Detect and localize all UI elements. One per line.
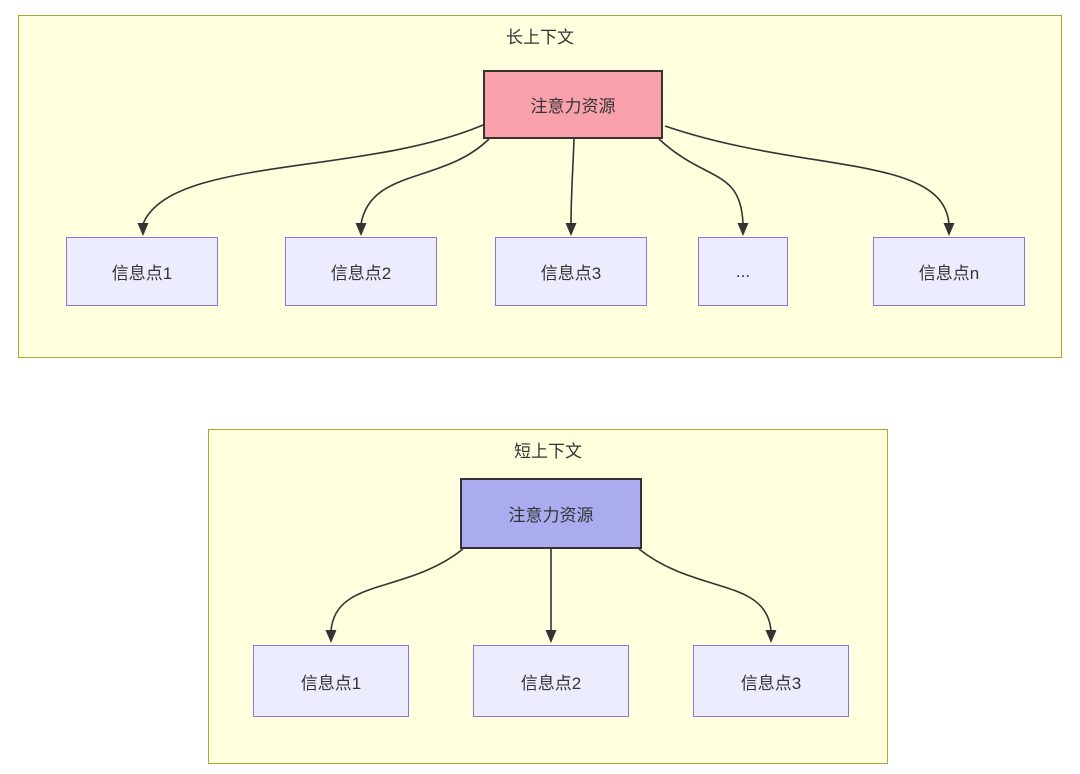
edge-long-5 [664,125,950,225]
arrowhead-long-4 [737,223,749,236]
arrowhead-long-5 [943,223,955,236]
info-node-long-n: 信息点n [873,237,1025,306]
edge-long-1 [142,124,484,225]
info-node-short-2: 信息点2 [473,645,629,717]
info-node-long-1: 信息点1 [66,237,218,306]
subgraph-long-title: 长上下文 [506,28,574,47]
attention-node-long: 注意力资源 [483,70,663,139]
info-node-long-2: 信息点2 [285,237,437,306]
edge-long-4 [658,138,744,225]
info-node-short-1: 信息点1 [253,645,409,717]
edge-long-2 [360,138,490,225]
info-node-short-3: 信息点3 [693,645,849,717]
attention-node-short: 注意力资源 [460,478,642,549]
arrowhead-long-2 [355,223,367,236]
subgraph-long-context: 长上下文 注意力资源 信息点1 信息点2 信息点3 ... 信息点n [18,15,1062,358]
info-node-long-3: 信息点3 [495,237,647,306]
subgraph-short-title: 短上下文 [514,442,582,461]
edge-short-1 [330,548,464,632]
subgraph-short-context: 短上下文 注意力资源 信息点1 信息点2 信息点3 [208,429,888,764]
info-node-long-ellipsis: ... [698,237,788,306]
edge-short-3 [638,548,772,632]
arrowhead-long-3 [565,223,577,236]
arrowhead-short-2 [545,630,557,643]
arrowhead-short-1 [325,630,337,643]
edge-long-3 [570,138,575,225]
arrowhead-long-1 [137,223,149,236]
arrowhead-short-3 [765,630,777,643]
edges-layer-long [137,124,955,236]
